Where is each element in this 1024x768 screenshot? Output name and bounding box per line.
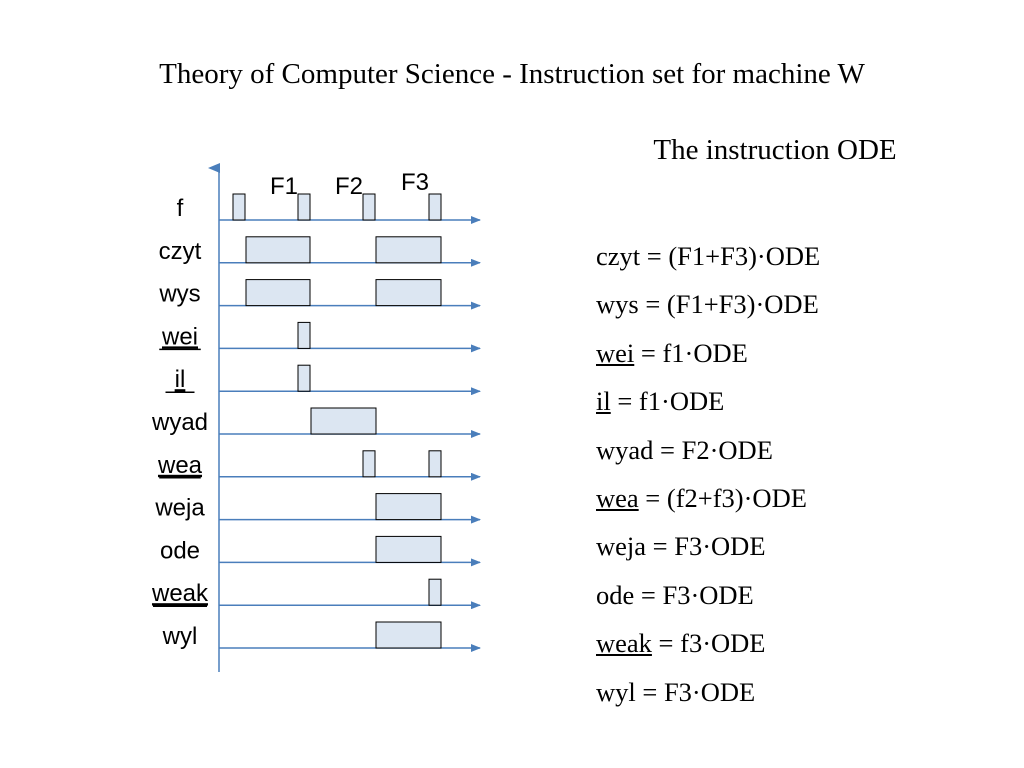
slide-title: Theory of Computer Science - Instruction… — [159, 58, 865, 90]
equation-signal: wea — [596, 483, 639, 514]
signal-label-weak: weak — [151, 580, 209, 607]
pulse-f-1 — [232, 193, 246, 221]
equation-expression: = F2·ODE — [653, 434, 773, 465]
equation-signal: wyad — [596, 434, 654, 465]
equation-signal: czyt — [596, 241, 641, 271]
equation-wyl: wyl = F3·ODE — [596, 668, 820, 716]
equation-weak: weak = f3·ODE — [596, 619, 820, 667]
signal-label-wyl: wyl — [162, 623, 198, 650]
signal-label-wei: wei — [161, 323, 198, 350]
pulse-wyl-1 — [375, 621, 442, 649]
pulse-weja-1 — [375, 493, 442, 521]
equation-signal: weak — [596, 628, 652, 659]
pulse-wys-1 — [245, 279, 311, 307]
equation-signal: weja — [596, 531, 647, 562]
equation-il: il = f1·ODE — [596, 377, 820, 425]
equation-expression: = f3·ODE — [651, 628, 766, 659]
equation-signal: il — [596, 386, 611, 417]
pulse-czyt-2 — [375, 236, 442, 264]
equation-expression: = f1·ODE — [610, 386, 725, 417]
equation-wea: wea = (f2+f3)·ODE — [596, 474, 820, 522]
signal-label-weja: weja — [154, 495, 205, 522]
equation-expression: = F3·ODE — [634, 579, 754, 610]
equation-expression: = (F1+F3)·ODE — [638, 289, 819, 320]
equation-expression: = f1·ODE — [634, 337, 748, 368]
signal-label-il: il — [175, 366, 186, 393]
phase-label-f1: F1 — [270, 173, 298, 200]
instruction-subtitle: The instruction ODE — [653, 134, 897, 166]
pulse-wea-1 — [362, 450, 376, 478]
equation-wyad: wyad = F2·ODE — [596, 426, 820, 474]
equation-signal: wei — [596, 337, 635, 368]
phase-label-f3: F3 — [401, 169, 429, 196]
equation-signal: ode — [596, 579, 635, 610]
signal-label-ode: ode — [160, 537, 200, 564]
pulse-f-4 — [428, 193, 442, 221]
equation-expression: = (f2+f3)·ODE — [638, 483, 807, 514]
pulse-wei-1 — [297, 321, 311, 349]
pulse-czyt-1 — [245, 236, 311, 264]
equation-wys: wys = (F1+F3)·ODE — [596, 280, 820, 328]
equation-expression: = F3·ODE — [646, 531, 766, 562]
equation-signal: wys — [596, 289, 639, 320]
pulse-wys-2 — [375, 279, 442, 307]
signal-label-wea: wea — [157, 452, 203, 479]
diagram-pulses — [232, 193, 442, 649]
equation-ode: ode = F3·ODE — [596, 571, 820, 619]
pulse-f-3 — [362, 193, 376, 221]
equation-expression: = (F1+F3)·ODE — [640, 241, 821, 271]
pulse-wea-2 — [428, 450, 442, 478]
pulse-il-1 — [297, 364, 311, 392]
equation-czyt: czyt = (F1+F3)·ODE — [596, 232, 820, 280]
equation-signal: wyl — [596, 676, 636, 707]
pulse-ode-1 — [375, 535, 442, 563]
pulse-f-2 — [297, 193, 311, 221]
signal-label-f: f — [177, 195, 184, 222]
signal-label-wys: wys — [158, 281, 200, 308]
diagram-labels: F1 F2 F3 f czyt wys wei il wyad wea weja ode weak wyl — [151, 169, 429, 650]
pulse-wyad-1 — [310, 407, 377, 435]
equation-expression: = F3·ODE — [635, 676, 756, 707]
phase-label-f2: F2 — [335, 173, 363, 200]
signal-label-wyad: wyad — [151, 409, 208, 436]
equation-wei: wei = f1·ODE — [596, 329, 820, 377]
equation-weja: weja = F3·ODE — [596, 522, 820, 570]
signal-label-czyt: czyt — [159, 238, 202, 265]
pulse-weak-1 — [428, 578, 442, 606]
